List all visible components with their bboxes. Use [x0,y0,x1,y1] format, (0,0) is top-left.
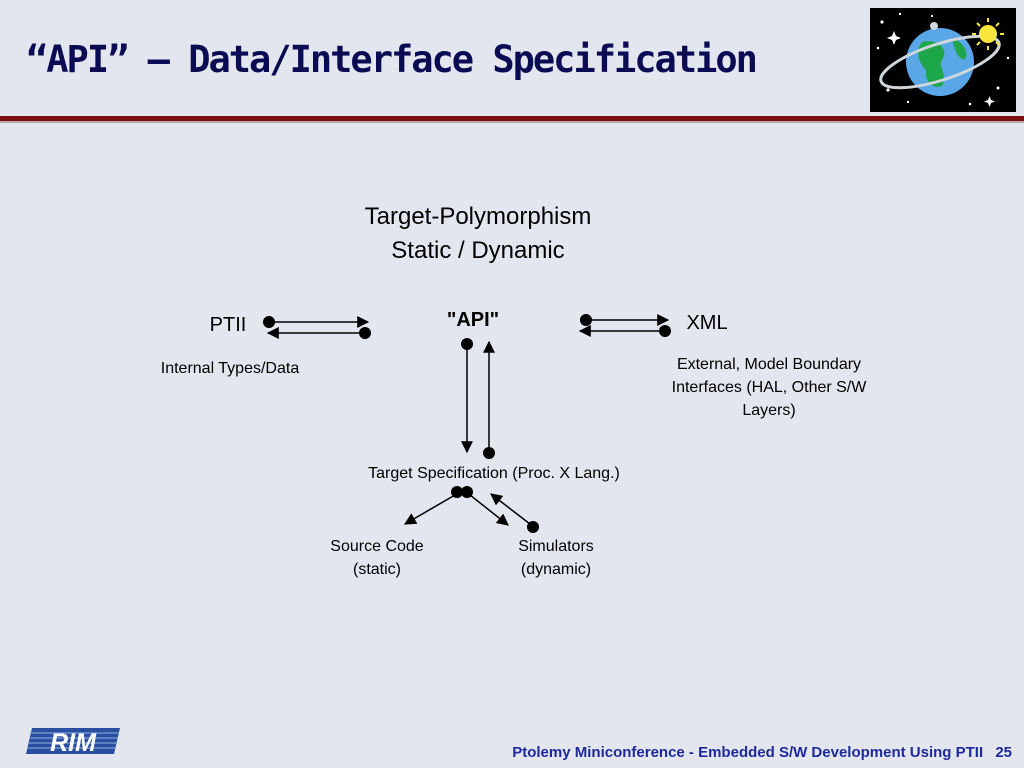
ptii-connector-dot [263,316,275,328]
rim-logo-text: RIM [50,729,97,757]
api-label: "API" [447,309,499,331]
ptii-label: PTII [210,314,247,336]
simulators-label-line1: Simulators [518,538,594,555]
target-up-dot [483,447,495,459]
title-rule [0,116,1024,121]
xml-label: XML [686,312,727,334]
diagram-heading-line1: Target-Polymorphism [365,203,592,230]
target-to-simulators-arrow [469,494,509,526]
ptii-connector-dot-2 [359,327,371,339]
xml-caption-line1: External, Model Boundary [677,356,861,373]
footer-text: Ptolemy Miniconference - Embedded S/W De… [512,744,984,761]
slide-title: “API” – Data/Interface Specification [26,38,758,81]
footer: Ptolemy Miniconference - Embedded S/W De… [512,744,1012,761]
rim-logo: RIM [26,728,120,757]
diagram-heading-line2: Static / Dynamic [391,237,564,264]
xml-caption-line3: Layers) [742,402,795,419]
simulators-label-line2: (dynamic) [521,561,591,578]
page-number: 25 [995,744,1012,761]
api-down-dot [461,338,473,350]
target-spec-label: Target Specification (Proc. X Lang.) [368,465,620,482]
xml-caption-line2: Interfaces (HAL, Other S/W [672,379,868,396]
planet-logo-icon [870,8,1016,112]
xml-connector-dot [580,314,592,326]
source-code-label-line2: (static) [353,561,401,578]
source-code-label-line1: Source Code [330,538,423,555]
ptii-caption: Internal Types/Data [161,360,300,377]
simulators-to-target-arrow [490,493,531,525]
target-to-source-arrow [403,494,456,525]
title-rule-shadow [0,121,1024,123]
xml-connector-dot-2 [659,325,671,337]
